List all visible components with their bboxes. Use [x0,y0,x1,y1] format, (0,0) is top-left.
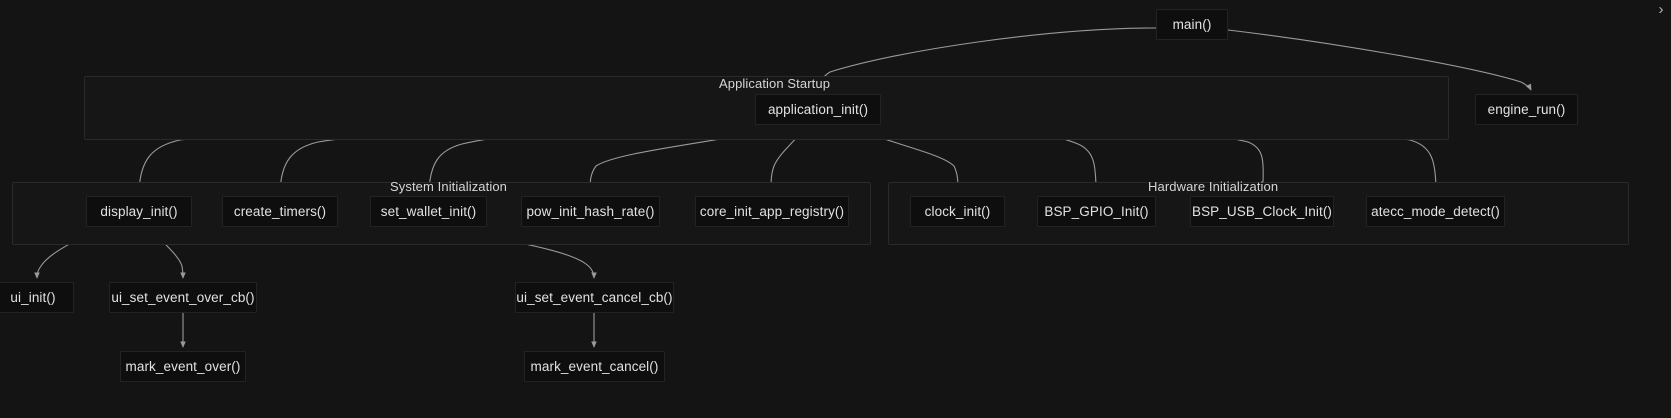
node-bsp-gpio-init[interactable]: BSP_GPIO_Init() [1037,196,1156,227]
node-mark-event-cancel[interactable]: mark_event_cancel() [524,351,665,382]
node-atecc-mode-detect[interactable]: atecc_mode_detect() [1366,196,1505,227]
node-ui-set-event-cancel-cb[interactable]: ui_set_event_cancel_cb() [515,282,674,313]
cluster-label-hardware-initialization: Hardware Initialization [1148,179,1279,194]
node-create-timers[interactable]: create_timers() [222,196,338,227]
node-clock-init[interactable]: clock_init() [910,196,1005,227]
cluster-label-system-initialization: System Initialization [390,179,507,194]
node-application-init[interactable]: application_init() [755,94,881,125]
node-pow-init-hash-rate[interactable]: pow_init_hash_rate() [521,196,660,227]
node-engine-run[interactable]: engine_run() [1475,94,1578,125]
node-ui-set-event-over-cb[interactable]: ui_set_event_over_cb() [109,282,257,313]
chevron-right-icon[interactable]: › [1658,1,1664,18]
node-bsp-usb-clock-init[interactable]: BSP_USB_Clock_Init() [1190,196,1334,227]
node-display-init[interactable]: display_init() [86,196,192,227]
node-mark-event-over[interactable]: mark_event_over() [120,351,246,382]
node-core-init-app-registry[interactable]: core_init_app_registry() [695,196,849,227]
cluster-label-application-startup: Application Startup [719,76,831,91]
node-set-wallet-init[interactable]: set_wallet_init() [370,196,487,227]
node-ui-init[interactable]: ui_init() [0,282,74,313]
node-main[interactable]: main() [1156,9,1228,40]
